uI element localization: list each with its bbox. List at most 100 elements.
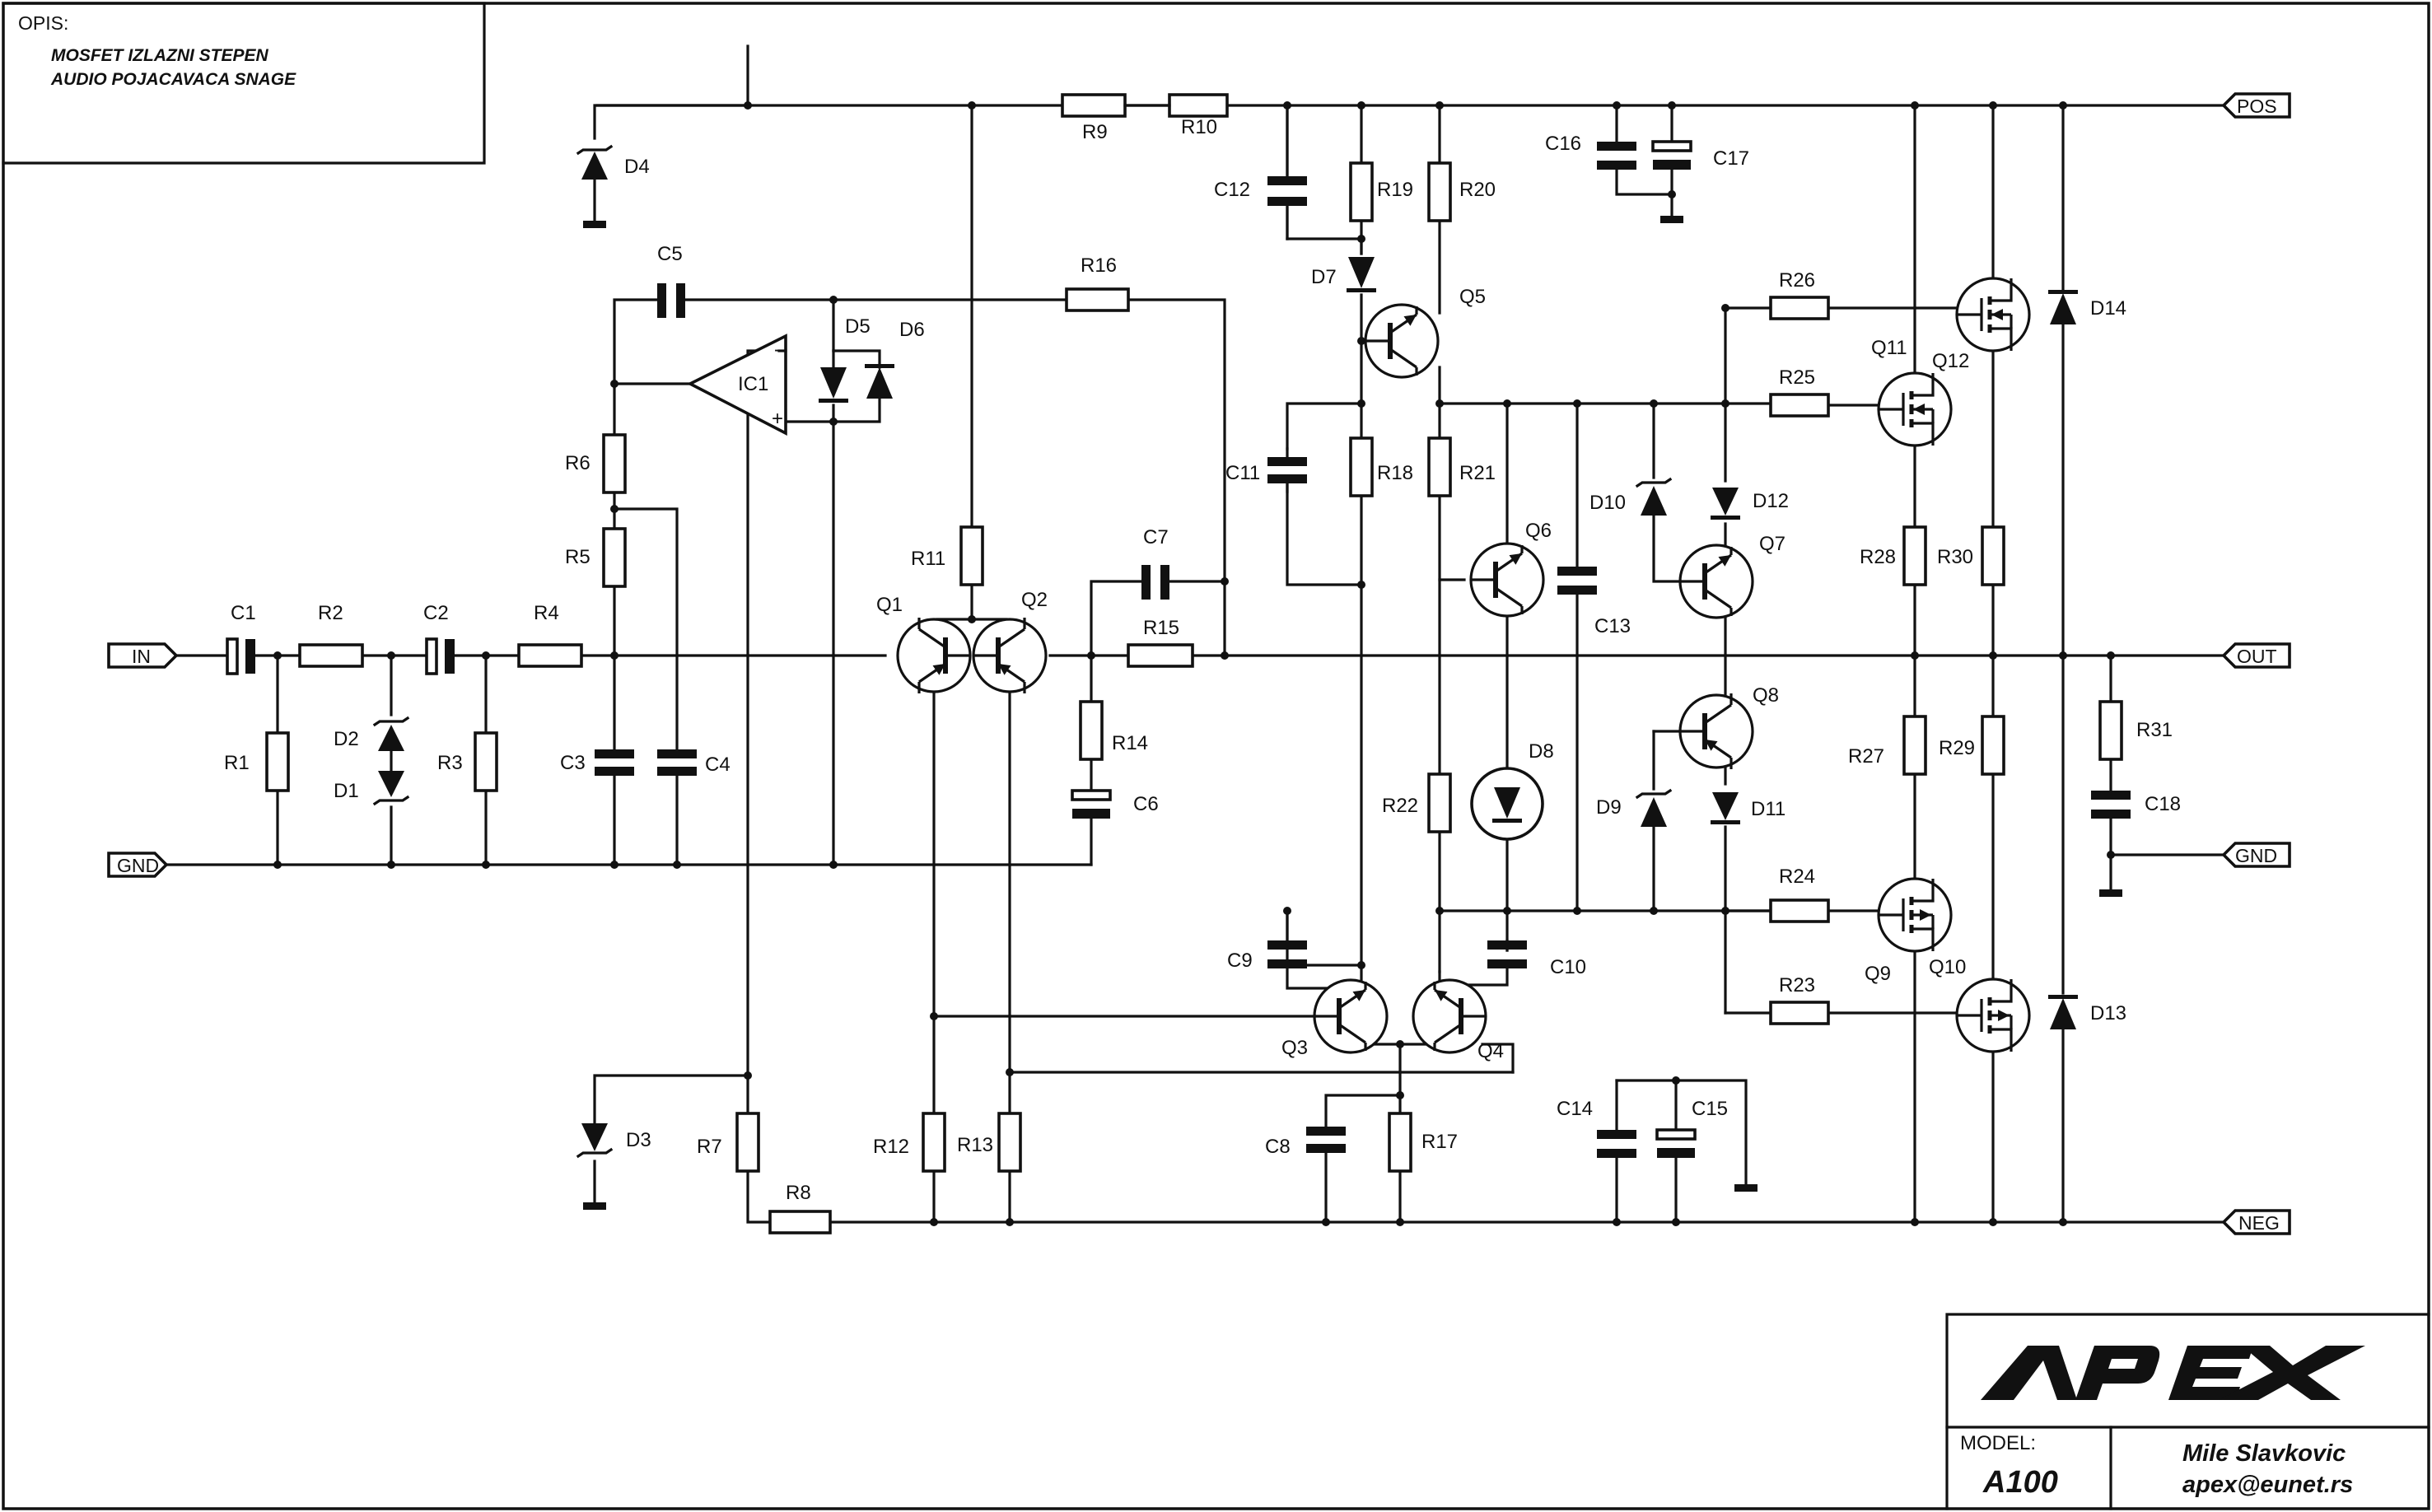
resistor-R5 xyxy=(602,527,627,588)
label-R13: R13 xyxy=(957,1134,993,1156)
transistor-Q7 xyxy=(1678,544,1754,619)
label-C12: C12 xyxy=(1214,179,1250,201)
label-D8: D8 xyxy=(1529,740,1554,763)
label-C3: C3 xyxy=(560,752,586,774)
resistor-R14 xyxy=(1079,700,1104,761)
label-IC1-plus: + xyxy=(772,408,783,430)
label-Q6: Q6 xyxy=(1525,520,1552,542)
label-Q9: Q9 xyxy=(1865,963,1891,985)
resistor-R18 xyxy=(1349,436,1374,497)
transistor-Q6 xyxy=(1469,542,1545,618)
label-C8: C8 xyxy=(1265,1136,1291,1158)
capacitor-C3 xyxy=(595,749,634,776)
label-Q11: Q11 xyxy=(1871,337,1907,359)
junction-dots xyxy=(273,101,2115,1226)
label-C11: C11 xyxy=(1225,462,1260,484)
transistor-Q3 xyxy=(1313,978,1389,1054)
resistor-R25 xyxy=(1769,393,1830,418)
resistor-R20 xyxy=(1427,161,1452,222)
resistor-R29 xyxy=(1981,715,2005,776)
label-R21: R21 xyxy=(1459,462,1496,484)
label-D12: D12 xyxy=(1753,490,1789,512)
capacitor-C15 xyxy=(1655,1128,1697,1158)
label-R10: R10 xyxy=(1181,116,1217,138)
label-D1: D1 xyxy=(334,780,359,802)
port-gnd-left: GND xyxy=(107,852,169,878)
diode-D10 xyxy=(1635,477,1673,516)
label-Q4: Q4 xyxy=(1477,1040,1504,1062)
component-labels: C1 R2 C2 R4 R1 D2 D1 R3 C3 C4 R5 R6 C5 D… xyxy=(224,116,2181,1204)
resistor-R19 xyxy=(1349,161,1374,222)
resistor-R10 xyxy=(1168,93,1229,118)
label-R18: R18 xyxy=(1377,462,1413,484)
label-D11: D11 xyxy=(1751,798,1785,820)
label-IC1-minus: - xyxy=(774,338,781,361)
label-R24: R24 xyxy=(1779,866,1815,888)
capacitor-C8 xyxy=(1306,1127,1346,1153)
capacitor-C14 xyxy=(1597,1130,1636,1158)
label-R23: R23 xyxy=(1779,974,1815,996)
label-C16: C16 xyxy=(1545,133,1581,155)
resistor-R22 xyxy=(1427,772,1452,833)
label-D10: D10 xyxy=(1589,492,1626,514)
resistor-R12 xyxy=(922,1112,946,1173)
label-Q12: Q12 xyxy=(1932,350,1969,372)
label-C13: C13 xyxy=(1594,615,1631,637)
svg-text:IN: IN xyxy=(132,646,151,667)
label-D14: D14 xyxy=(2090,297,2126,320)
label-R22: R22 xyxy=(1382,795,1418,817)
label-R27: R27 xyxy=(1848,745,1884,768)
diode-D7 xyxy=(1347,257,1376,292)
transistor-Q1 xyxy=(896,618,972,693)
svg-text:POS: POS xyxy=(2237,96,2277,117)
label-C18: C18 xyxy=(2145,793,2181,815)
label-D4: D4 xyxy=(624,156,650,178)
label-R16: R16 xyxy=(1081,254,1117,277)
label-C7: C7 xyxy=(1143,526,1169,548)
label-D2: D2 xyxy=(334,728,359,750)
resistor-R21 xyxy=(1427,436,1452,497)
label-R29: R29 xyxy=(1939,737,1975,759)
label-Q10: Q10 xyxy=(1929,956,1966,978)
description-box: OPIS: MOSFET IZLAZNI STEPEN AUDIO POJACA… xyxy=(2,2,486,165)
label-C2: C2 xyxy=(423,602,449,624)
diode-D13 xyxy=(2048,995,2078,1029)
label-R4: R4 xyxy=(534,602,559,624)
diode-D14 xyxy=(2048,290,2078,324)
resistor-R24 xyxy=(1769,898,1830,923)
label-Q8: Q8 xyxy=(1753,684,1779,707)
resistor-R3 xyxy=(474,731,498,792)
apex-logo: APEX xyxy=(1981,1346,2365,1401)
label-C6: C6 xyxy=(1133,793,1159,815)
label-R6: R6 xyxy=(565,452,590,474)
resistor-R11 xyxy=(959,525,984,586)
label-R31: R31 xyxy=(2136,719,2173,741)
label-R5: R5 xyxy=(565,546,590,568)
label-C15: C15 xyxy=(1692,1098,1728,1120)
capacitor-C4 xyxy=(657,749,697,776)
description-heading: OPIS: xyxy=(18,12,68,34)
mosfet-transistors xyxy=(1877,277,2031,1053)
label-Q7: Q7 xyxy=(1759,533,1785,555)
author-name: Mile Slavkovic xyxy=(2182,1440,2346,1467)
resistor-R26 xyxy=(1769,296,1830,320)
label-C4: C4 xyxy=(705,754,731,776)
transistor-Q12 xyxy=(1955,277,2031,352)
label-R7: R7 xyxy=(697,1136,722,1158)
capacitor-C17 xyxy=(1651,140,1692,170)
diode-D2 xyxy=(372,716,410,751)
label-R8: R8 xyxy=(786,1182,811,1204)
port-pos: POS xyxy=(2221,92,2291,119)
label-Q2: Q2 xyxy=(1021,589,1048,611)
resistor-R31 xyxy=(2098,700,2123,761)
capacitor-C6 xyxy=(1071,789,1112,819)
resistor-R7 xyxy=(735,1112,760,1173)
capacitor-C10 xyxy=(1487,940,1527,968)
diode-D1 xyxy=(372,749,410,806)
description-line-2: AUDIO POJACAVACA SNAGE xyxy=(50,70,296,89)
resistor-R1 xyxy=(265,731,290,792)
label-R20: R20 xyxy=(1459,179,1496,201)
resistor-R4 xyxy=(517,643,583,668)
capacitor-C16 xyxy=(1597,142,1636,170)
